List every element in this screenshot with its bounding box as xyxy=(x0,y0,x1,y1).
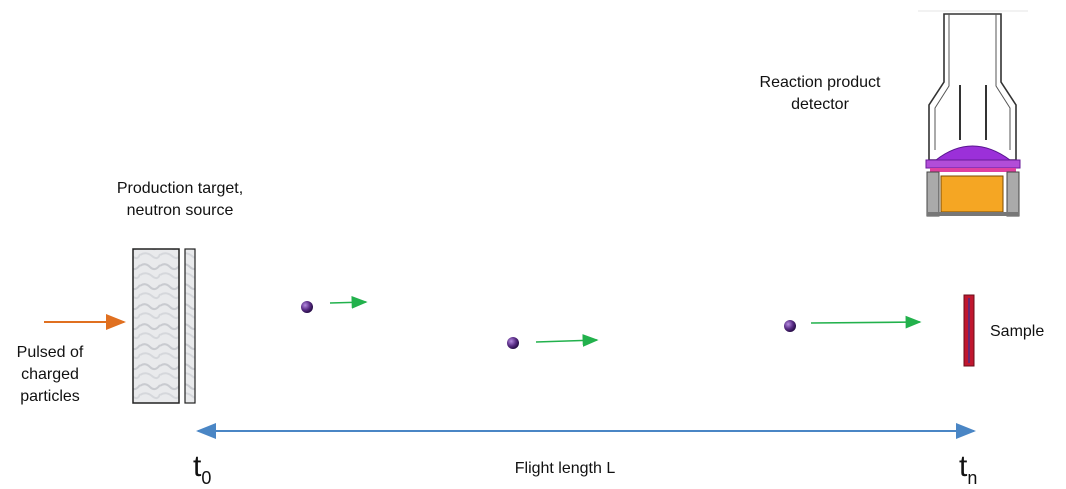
sample-label: Sample xyxy=(990,323,1045,340)
start-time-subscript: 0 xyxy=(201,468,212,488)
end-time-subscript: n xyxy=(967,468,978,488)
production-target-slab xyxy=(184,248,196,404)
neutron-particle xyxy=(784,320,796,332)
production-target-block xyxy=(132,248,180,404)
neutron-arrow xyxy=(535,334,599,347)
start-time-symbol: t xyxy=(193,450,202,483)
flight-length-label: Flight length L xyxy=(514,460,616,477)
neutron-arrow xyxy=(810,315,922,329)
neutron-arrow xyxy=(329,296,368,309)
start-time-label: t0 xyxy=(193,450,212,489)
neutron-particle xyxy=(507,337,519,349)
pulsed-beam-label: Pulsed of charged particles xyxy=(16,344,84,405)
detector-label: Reaction product detector xyxy=(759,74,881,113)
neutron-particle xyxy=(301,301,313,313)
reaction-product-detector xyxy=(918,10,1028,217)
end-time-symbol: t xyxy=(959,450,968,483)
end-time-label: tn xyxy=(959,450,978,489)
production-target-label: Production target, neutron source xyxy=(116,180,244,219)
